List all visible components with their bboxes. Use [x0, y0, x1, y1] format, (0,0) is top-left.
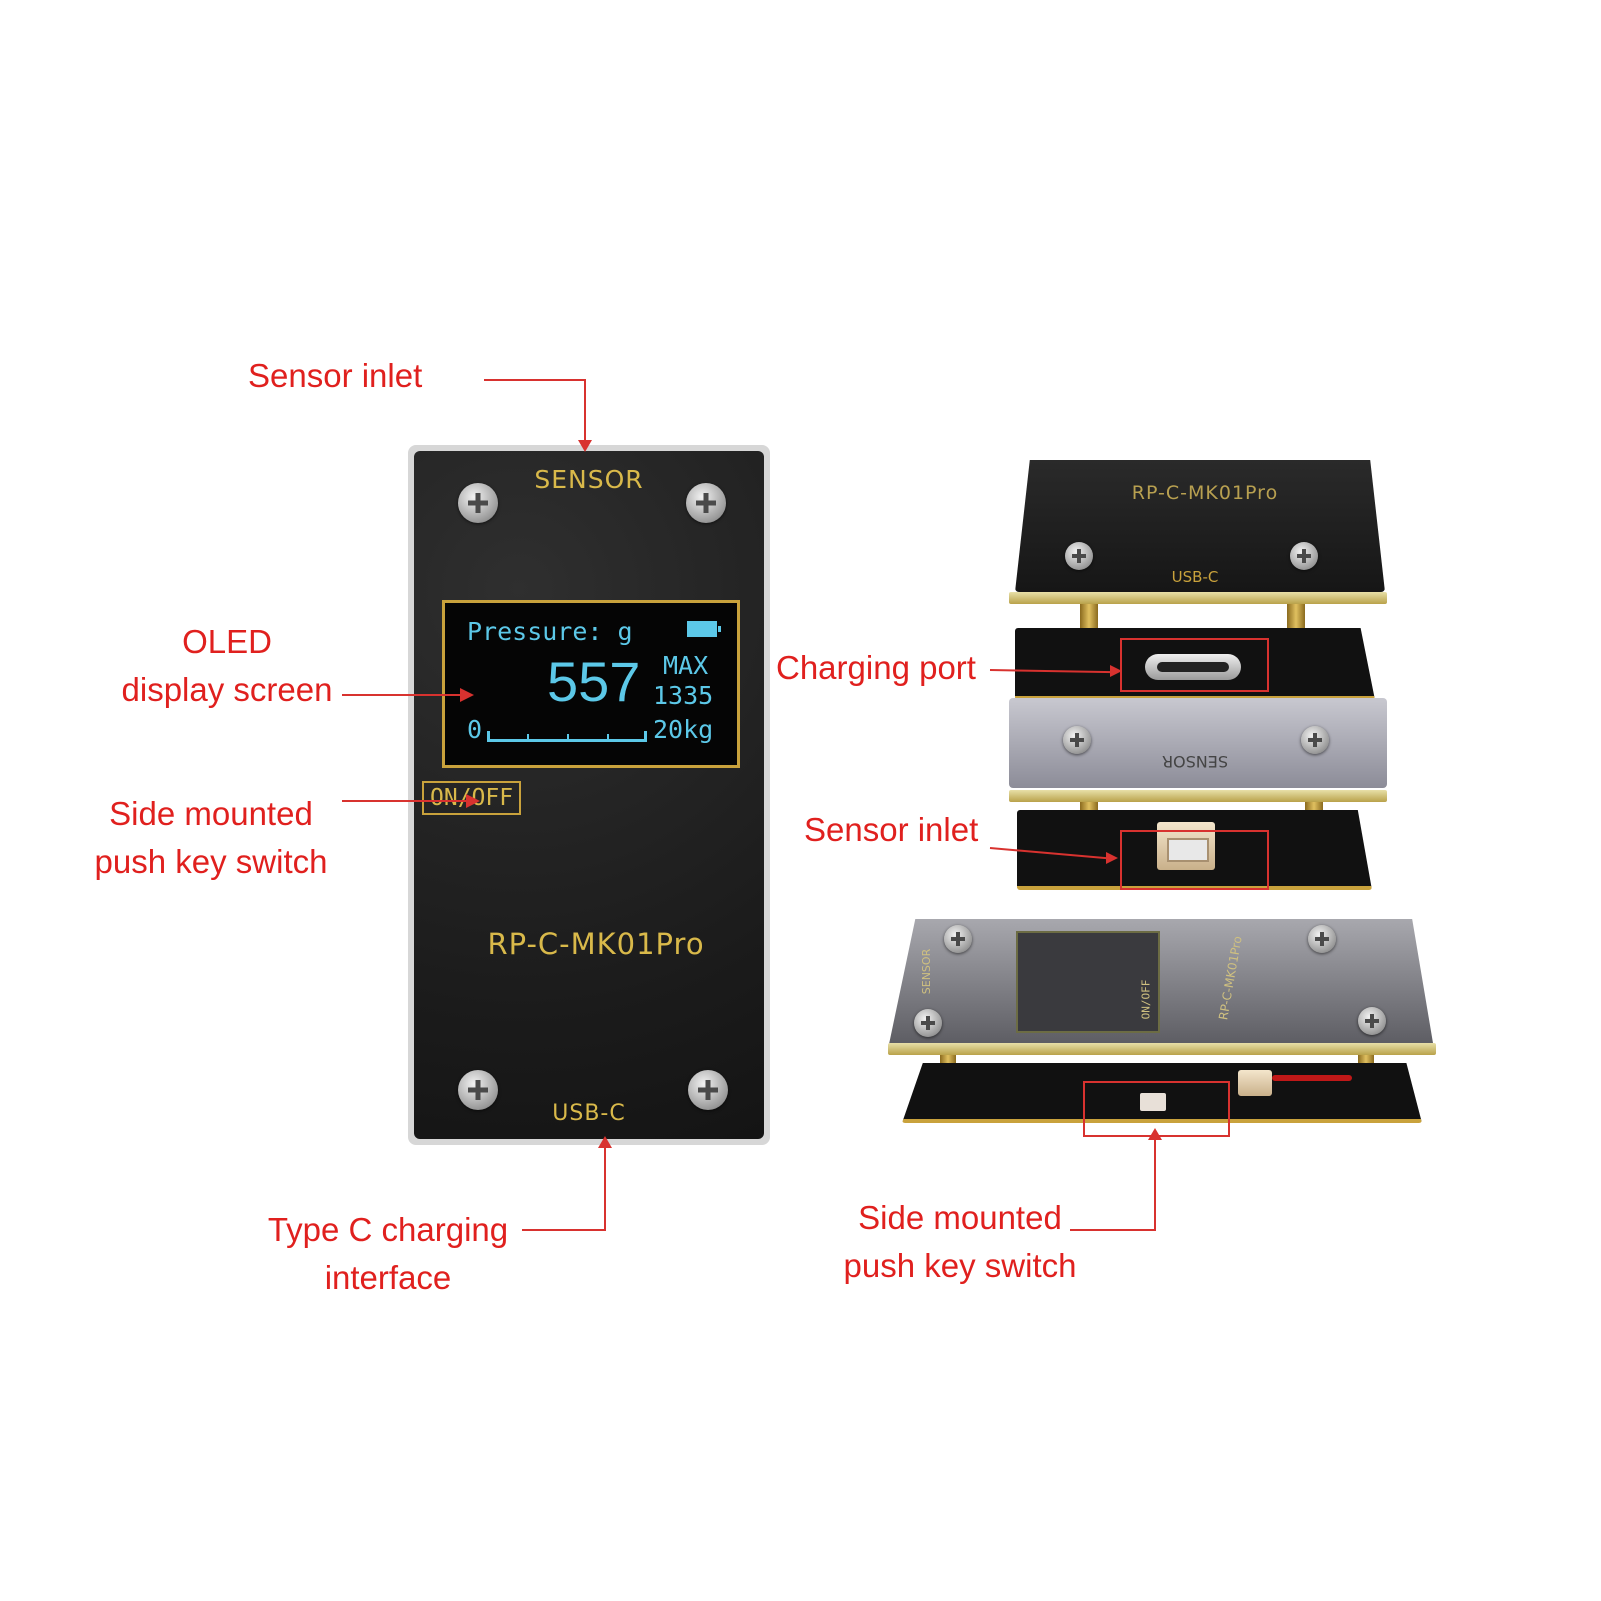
- label-oled-line2: display screen: [121, 671, 333, 708]
- top-panel-edge: [1009, 592, 1387, 604]
- bottom-screen-window: [1016, 931, 1160, 1033]
- label-side-switch-left: Side mounted push key switch: [80, 790, 342, 886]
- label-oled-display: OLED display screen: [112, 618, 342, 714]
- label-type-c: Type C charging interface: [258, 1206, 518, 1302]
- screw-icon-bottom-left: [458, 1070, 498, 1110]
- view-sensor-side: SENSOR: [1005, 698, 1390, 893]
- label-type-c-line1: Type C charging: [267, 1211, 509, 1248]
- label-side-switch-right-line2: push key switch: [843, 1247, 1077, 1284]
- screw-icon-view1-right: [1290, 542, 1318, 570]
- arrow-head-icon-switch-right: [1148, 1128, 1162, 1140]
- top-usb-label: USB-C: [1171, 568, 1219, 586]
- top-acrylic-panel: [1015, 460, 1385, 592]
- mid-panel-edge: [1009, 790, 1387, 802]
- oled-title: Pressure: g: [467, 617, 633, 646]
- screw-icon-view1-left: [1065, 542, 1093, 570]
- red-wire: [1272, 1075, 1352, 1081]
- arrow-head-icon-sensor-right: [1106, 852, 1118, 864]
- arrow-head-icon-charging: [1110, 665, 1122, 677]
- device-model-label: RP-C-MK01Pro: [487, 927, 705, 961]
- label-side-switch-left-line1: Side mounted: [109, 795, 313, 832]
- view-perspective: SENSOR ON/OFF RP-C-MK01Pro: [888, 915, 1438, 1125]
- screw-icon-bottom-right: [688, 1070, 728, 1110]
- push-switch-icon: [1140, 1093, 1166, 1111]
- oled-value: 557: [547, 650, 641, 713]
- label-side-switch-left-line2: push key switch: [94, 843, 328, 880]
- screw-icon-top-left: [458, 483, 498, 523]
- label-side-switch-right-line1: Side mounted: [858, 1199, 1062, 1236]
- bottom-onoff-label: ON/OFF: [1139, 979, 1153, 1020]
- arrow-head-icon-oled: [460, 688, 474, 702]
- label-side-switch-right: Side mounted push key switch: [830, 1194, 1090, 1290]
- leader-oled: [342, 694, 460, 696]
- screw-icon-view3-tr: [1308, 925, 1336, 953]
- bottom-panel-edge: [888, 1043, 1436, 1055]
- leader-type-c-v: [604, 1146, 606, 1231]
- leader-switch-right-h: [1070, 1229, 1156, 1231]
- screw-icon-view3-tl: [944, 925, 972, 953]
- bottom-acrylic-panel: [888, 919, 1434, 1049]
- highlight-sensor-inlet: [1120, 830, 1269, 890]
- oled-max-value: 1335: [653, 681, 714, 710]
- cable-connector-icon: [1238, 1070, 1272, 1096]
- leader-sensor-inlet-top-h: [484, 379, 585, 381]
- screw-icon-view3-bl: [914, 1009, 942, 1037]
- arrow-head-icon-switch-left: [466, 794, 480, 808]
- screw-icon-view2-left: [1063, 726, 1091, 754]
- mid-sensor-label: SENSOR: [1161, 752, 1229, 771]
- screw-icon-view2-right: [1301, 726, 1329, 754]
- screw-icon-view3-br: [1358, 1007, 1386, 1035]
- leader-type-c-h: [522, 1229, 606, 1231]
- leader-switch-left: [342, 800, 468, 802]
- oled-screen: Pressure: g 557 MAX 1335 0 20kg: [442, 600, 740, 768]
- view-usb-side: RP-C-MK01Pro USB-C: [1005, 458, 1390, 703]
- device-usb-label: USB-C: [552, 1101, 626, 1126]
- device-sensor-label: SENSOR: [534, 465, 644, 494]
- oled-scale-max: 20kg: [653, 715, 714, 744]
- label-sensor-inlet-right: Sensor inlet: [804, 811, 979, 848]
- leader-switch-right-v: [1154, 1138, 1156, 1231]
- device-front: SENSOR Pressure: g 557 MAX 1335 0 20kg O…: [408, 445, 770, 1145]
- label-sensor-inlet-top: Sensor inlet: [248, 357, 423, 394]
- label-charging-port: Charging port: [776, 649, 976, 686]
- label-type-c-line2: interface: [324, 1259, 452, 1296]
- oled-scale-bar: [487, 731, 647, 742]
- label-oled-line1: OLED: [182, 623, 272, 660]
- oled-scale-min: 0: [467, 715, 483, 744]
- usb-c-port-icon: [1145, 654, 1241, 680]
- arrow-head-icon-type-c: [598, 1136, 612, 1148]
- arrow-head-icon-sensor-top: [578, 440, 592, 452]
- screw-icon-top-right: [686, 483, 726, 523]
- highlight-charging-port: [1120, 638, 1269, 692]
- battery-icon: [687, 621, 721, 637]
- bottom-sensor-label: SENSOR: [920, 948, 934, 995]
- top-model-label: RP-C-MK01Pro: [1131, 482, 1279, 504]
- leader-sensor-inlet-top-v: [584, 379, 586, 441]
- oled-max-label: MAX: [663, 651, 709, 680]
